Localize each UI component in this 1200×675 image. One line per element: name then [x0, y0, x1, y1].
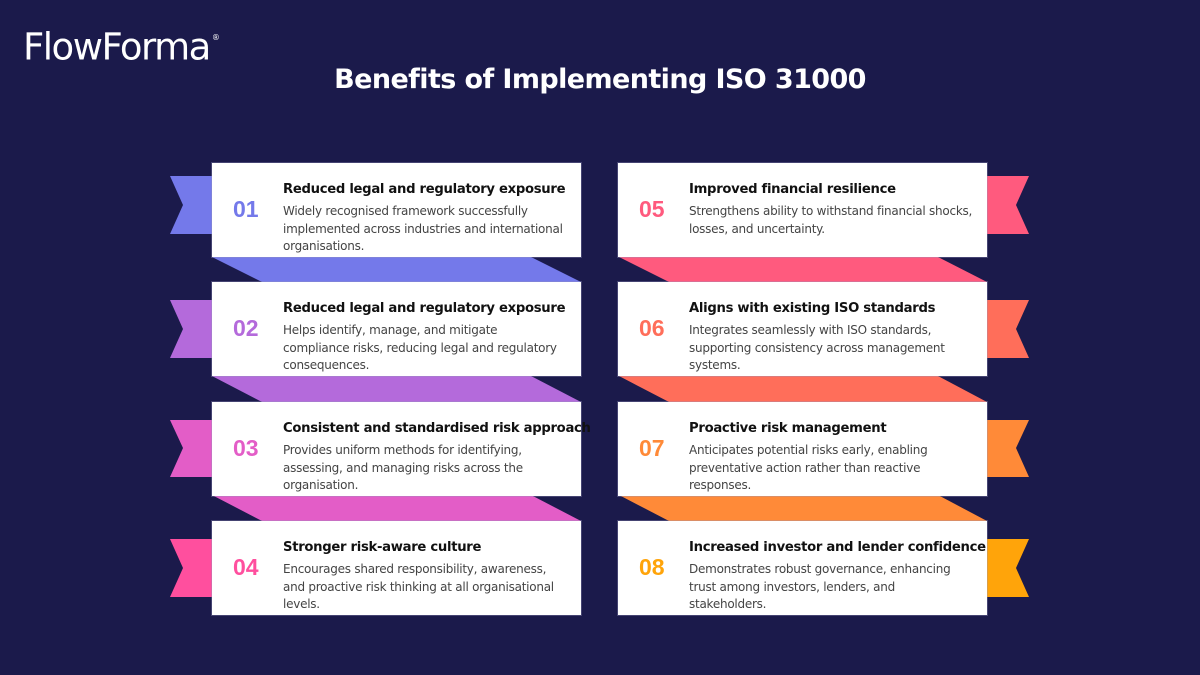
benefit-description: Strengthens ability to withstand financi…	[689, 204, 973, 236]
benefit-card-05: 05 Improved financial resilience Strengt…	[618, 163, 987, 257]
benefit-description: Provides uniform methods for identifying…	[283, 443, 523, 492]
benefit-heading: Consistent and standardised risk approac…	[283, 421, 591, 436]
flowforma-logo: FlowForma®	[23, 22, 220, 69]
ribbon-flag-05	[986, 176, 1029, 234]
benefit-card-04: 04 Stronger risk-aware culture Encourage…	[212, 521, 581, 615]
registered-mark: ®	[211, 33, 220, 42]
benefit-number: 03	[233, 435, 259, 461]
ribbon-flag-07	[986, 420, 1029, 477]
benefit-description: Demonstrates robust governance, enhancin…	[689, 562, 951, 611]
benefit-heading: Reduced legal and regulatory exposure	[283, 182, 566, 197]
ribbon-band-03	[212, 495, 581, 521]
ribbon-flag-02	[170, 300, 213, 358]
benefit-description: Anticipates potential risks early, enabl…	[689, 443, 928, 492]
benefit-description: Integrates seamlessly with ISO standards…	[689, 323, 945, 372]
ribbon-flag-08	[986, 539, 1029, 597]
benefit-heading: Improved financial resilience	[689, 182, 896, 197]
page-title: Benefits of Implementing ISO 31000	[334, 64, 866, 95]
ribbon-band-05	[619, 257, 987, 282]
benefit-number: 04	[233, 554, 259, 580]
benefit-heading: Increased investor and lender confidence	[689, 540, 986, 555]
ribbon-band-06	[619, 376, 987, 402]
ribbon-band-01	[212, 257, 581, 282]
ribbon-flag-01	[170, 176, 213, 234]
benefit-card-06: 06 Aligns with existing ISO standards In…	[618, 282, 987, 376]
benefit-description: Encourages shared responsibility, awaren…	[283, 562, 554, 611]
benefit-description: Widely recognised framework successfully…	[283, 204, 563, 253]
benefit-number: 02	[233, 315, 259, 341]
benefit-description: Helps identify, manage, and mitigate com…	[283, 323, 557, 372]
benefit-card-01: 01 Reduced legal and regulatory exposure…	[212, 163, 581, 257]
ribbon-flag-06	[986, 300, 1029, 358]
benefit-card-07: 07 Proactive risk management Anticipates…	[618, 402, 987, 496]
logo-text: FlowForma	[23, 25, 211, 69]
benefit-card-03: 03 Consistent and standardised risk appr…	[212, 402, 591, 496]
benefit-heading: Aligns with existing ISO standards	[689, 301, 936, 316]
benefit-card-02: 02 Reduced legal and regulatory exposure…	[212, 282, 581, 376]
benefit-number: 08	[639, 554, 665, 580]
benefit-heading: Stronger risk-aware culture	[283, 540, 482, 555]
benefit-heading: Reduced legal and regulatory exposure	[283, 301, 566, 316]
ribbon-flag-03	[170, 420, 213, 477]
ribbon-band-02	[212, 376, 581, 402]
benefit-number: 05	[639, 196, 665, 222]
benefit-heading: Proactive risk management	[689, 421, 887, 436]
benefit-number: 01	[233, 196, 259, 222]
ribbon-band-07	[619, 495, 987, 521]
benefit-number: 06	[639, 315, 665, 341]
benefit-number: 07	[639, 435, 665, 461]
ribbon-flag-04	[170, 539, 213, 597]
benefit-card-08: 08 Increased investor and lender confide…	[618, 521, 987, 615]
